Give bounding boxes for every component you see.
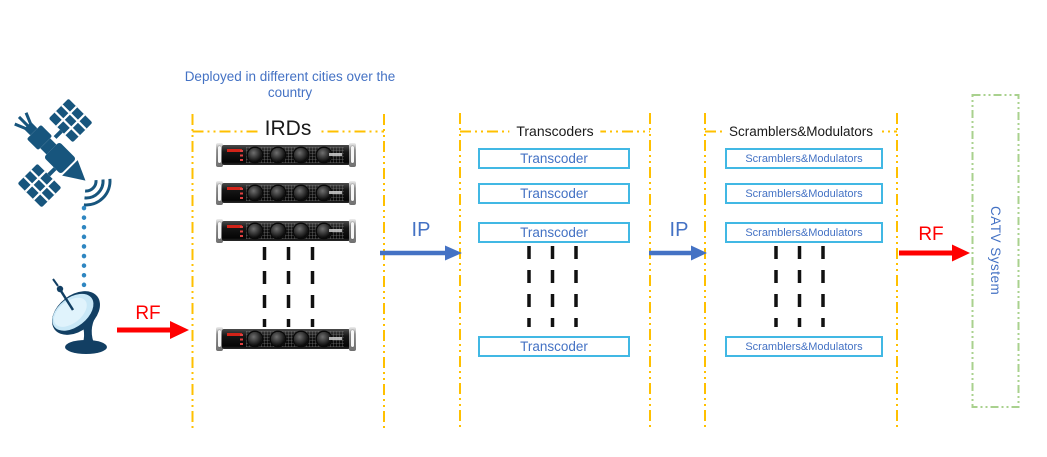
rack-label-strip xyxy=(329,191,342,194)
catv-system-border xyxy=(971,94,1020,408)
scrambler-modulator-node: Scramblers&Modulators xyxy=(725,222,883,243)
rack-ear xyxy=(216,143,223,167)
rack-body xyxy=(222,329,350,349)
rack-knob xyxy=(294,148,308,162)
rack-knob xyxy=(317,332,331,346)
transcoders-ellipsis-dashes xyxy=(527,246,578,327)
scrambler-modulator-node: Scramblers&Modulators xyxy=(725,148,883,169)
rack-ear xyxy=(349,327,356,351)
rack-led-column xyxy=(240,332,243,345)
rack-led-column xyxy=(240,186,243,199)
rack-ear xyxy=(216,219,223,243)
irds-section-title: IRDs xyxy=(257,117,319,141)
scrambler-modulator-node: Scramblers&Modulators xyxy=(725,336,883,357)
rack-brand-mark xyxy=(227,149,242,152)
transcoder-node: Transcoder xyxy=(478,183,630,204)
rf-in-label: RF xyxy=(135,303,161,324)
scramblers-section-title: Scramblers&Modulators xyxy=(721,124,881,139)
irds-section-border xyxy=(191,114,385,428)
rack-knob xyxy=(248,224,262,238)
scramblers-ellipsis-dashes xyxy=(774,246,825,327)
irds-ellipsis-dashes xyxy=(262,247,315,327)
rack-body xyxy=(222,221,350,241)
transcoder-node: Transcoder xyxy=(478,148,630,169)
rack-knob xyxy=(248,148,262,162)
transcoders-section-title: Transcoders xyxy=(509,123,601,139)
ird-device xyxy=(216,181,356,205)
rack-knob xyxy=(248,186,262,200)
rack-ear xyxy=(349,219,356,243)
rack-ear xyxy=(216,327,223,351)
deployment-note: Deployed in different cities over the co… xyxy=(184,69,396,100)
satellite-icon xyxy=(14,99,112,207)
ird-device xyxy=(216,219,356,243)
rack-led-column xyxy=(240,148,243,161)
rack-knob xyxy=(294,332,308,346)
ird-device xyxy=(216,327,356,351)
rack-brand-mark xyxy=(227,187,242,190)
rf-out-label: RF xyxy=(918,224,944,245)
rack-body xyxy=(222,145,350,165)
rack-knob xyxy=(317,148,331,162)
rack-ear xyxy=(349,181,356,205)
rack-knob xyxy=(294,224,308,238)
rack-knob xyxy=(317,224,331,238)
transcoders-section-border xyxy=(459,113,651,428)
ip-arrow-1 xyxy=(380,245,462,261)
ip-label-1: IP xyxy=(411,219,431,241)
rack-brand-mark xyxy=(227,225,242,228)
rack-label-strip xyxy=(329,153,342,156)
rack-knob xyxy=(271,148,285,162)
rack-ear xyxy=(216,181,223,205)
rack-knob xyxy=(271,332,285,346)
satellite-signal-arcs xyxy=(83,178,112,207)
rack-ear xyxy=(349,143,356,167)
rack-knob xyxy=(248,332,262,346)
rack-knob xyxy=(317,186,331,200)
ip-arrow-2 xyxy=(649,245,707,261)
rack-label-strip xyxy=(329,337,342,340)
rack-knob xyxy=(271,224,285,238)
rf-in-arrow xyxy=(117,321,189,339)
transcoder-node: Transcoder xyxy=(478,222,630,243)
scrambler-modulator-node: Scramblers&Modulators xyxy=(725,183,883,204)
rack-body xyxy=(222,183,350,203)
satellite-dish-icon xyxy=(52,278,107,354)
catv-system-label: CATV System xyxy=(988,206,1003,296)
rf-out-arrow xyxy=(899,244,970,262)
rack-knob xyxy=(271,186,285,200)
ird-device xyxy=(216,143,356,167)
rack-knob xyxy=(294,186,308,200)
rack-label-strip xyxy=(329,229,342,232)
rack-brand-mark xyxy=(227,333,242,336)
transcoder-node: Transcoder xyxy=(478,336,630,357)
ip-label-2: IP xyxy=(669,219,689,241)
rack-led-column xyxy=(240,224,243,237)
